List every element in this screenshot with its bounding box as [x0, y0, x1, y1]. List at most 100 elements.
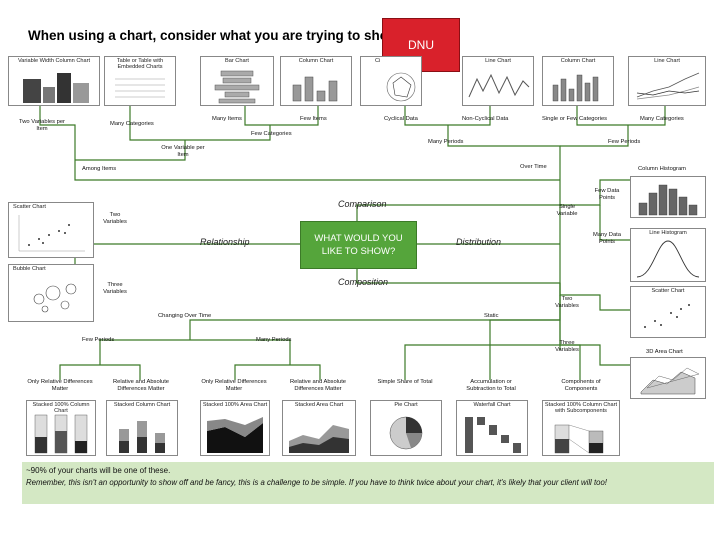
stacked-column-icon: [119, 421, 165, 453]
scatter-chart-caption: Scatter Chart: [13, 204, 46, 210]
line-chart-many-categories-box[interactable]: Line Chart: [628, 56, 706, 106]
page-title: When using a chart, consider what you ar…: [28, 28, 399, 43]
footer-note: ~90% of your charts will be one of these…: [22, 462, 714, 504]
waterfall-caption: Waterfall Chart: [473, 402, 511, 408]
label-few-periods: Few Periods: [608, 139, 641, 145]
stacked-column-box[interactable]: Stacked Column Chart: [106, 400, 178, 456]
column-chart-time-icon: [552, 74, 599, 102]
label-many-categories-right: Many Categories: [640, 116, 684, 122]
pie-chart-box[interactable]: Pie Chart: [370, 400, 442, 456]
stacked-100-column-box[interactable]: Stacked 100% Column Chart: [26, 400, 96, 456]
center-question: WHAT WOULD YOU LIKE TO SHOW?: [300, 221, 417, 269]
label-two-vars-per-item: Two Variables per Item: [19, 119, 65, 132]
scatter-chart-dist-caption: Scatter Chart: [651, 288, 685, 294]
label-single-variable: Single Variable: [556, 204, 578, 217]
stacked-100-area-icon: [207, 417, 263, 453]
table-icon: [115, 78, 165, 98]
label-components: Components of Components: [561, 379, 601, 392]
label-relative-absolute-2: Relative and Absolute Differences Matter: [289, 379, 347, 392]
stacked-100-sub-caption: Stacked 100% Column Chart with Subcompon…: [544, 402, 618, 415]
line-histogram-caption: Line Histogram: [649, 230, 687, 236]
circular-area-caption: Ci: [375, 58, 381, 64]
label-among-items: Among Items: [82, 166, 117, 172]
bar-chart-caption: Bar Chart: [225, 58, 249, 64]
line-chart-2-caption: Line Chart: [654, 58, 680, 64]
area-3d-box[interactable]: [630, 357, 706, 399]
stacked-area-icon: [289, 425, 349, 453]
variable-width-column-caption: Variable Width Column Chart: [17, 58, 91, 64]
bubble-chart-box[interactable]: Bubble Chart: [8, 264, 94, 322]
branch-comparison: Comparison: [338, 199, 387, 209]
footer-note-2: Remember, this isn't an opportunity to s…: [26, 478, 607, 487]
table-embedded-chart-box[interactable]: Table or Table with Embedded Charts: [104, 56, 176, 106]
scatter-chart-dist-box[interactable]: Scatter Chart: [630, 286, 706, 338]
variable-width-column-icon: [23, 73, 89, 103]
label-accumulation: Accumulation or Subtraction to Total: [466, 379, 516, 392]
branch-composition: Composition: [338, 277, 389, 287]
column-chart-2-caption: Column Chart: [560, 58, 596, 64]
scatter-dist-icon: [644, 304, 690, 328]
circular-area-chart-box[interactable]: Ci: [360, 56, 422, 106]
line-chart-1-caption: Line Chart: [485, 58, 511, 64]
column-chart-caption: Column Chart: [298, 58, 334, 64]
histogram-icon: [638, 184, 698, 216]
bar-chart-icon: [214, 70, 260, 104]
pie-chart-caption: Pie Chart: [394, 402, 418, 408]
label-cyclical-data: Cyclical Data: [384, 116, 418, 122]
label-3d-area-chart: 3D Area Chart: [646, 349, 683, 355]
label-changing-over-time: Changing Over Time: [158, 313, 212, 319]
bubble-icon: [33, 283, 77, 313]
stacked-100-column-caption: Stacked 100% Column Chart: [32, 402, 90, 415]
label-relationship-three-variables: Three Variables: [103, 282, 127, 295]
bar-chart-box[interactable]: Bar Chart: [200, 56, 274, 106]
stacked-area-caption: Stacked Area Chart: [294, 402, 344, 408]
stacked-sub-icon: [554, 424, 604, 454]
column-chart-time-box[interactable]: Column Chart: [542, 56, 614, 106]
label-few-periods: Few Periods: [82, 337, 115, 343]
center-line-1: WHAT WOULD YOU: [314, 233, 403, 244]
column-chart-icon: [292, 76, 338, 102]
scatter-chart-box[interactable]: Scatter Chart: [8, 202, 94, 258]
center-line-2: LIKE TO SHOW?: [321, 246, 396, 257]
circular-area-icon: [386, 72, 416, 102]
scatter-icon: [18, 215, 85, 252]
label-many-items: Many Items: [212, 116, 242, 122]
area-3d-icon: [640, 367, 700, 395]
label-many-data-points: Many Data Points: [592, 232, 622, 245]
label-few-categories: Few Categories: [251, 131, 292, 137]
label-non-cyclical-data: Non-Cyclical Data: [462, 116, 509, 122]
label-dist-two-variables: Two Variables: [555, 296, 579, 309]
footer-note-1: ~90% of your charts will be one of these…: [26, 466, 171, 475]
label-column-histogram: Column Histogram: [638, 166, 686, 172]
label-relative-absolute-1: Relative and Absolute Differences Matter: [112, 379, 170, 392]
table-embedded-caption: Table or Table with Embedded Charts: [116, 58, 164, 71]
multi-line-chart-icon: [636, 72, 700, 100]
branch-distribution: Distribution: [456, 237, 502, 247]
waterfall-chart-box[interactable]: Waterfall Chart: [456, 400, 528, 456]
line-chart-cyclical-box[interactable]: Line Chart: [462, 56, 534, 106]
label-simple-share: Simple Share of Total: [377, 379, 433, 385]
line-histogram-box[interactable]: Line Histogram: [630, 228, 706, 282]
stacked-100-area-box[interactable]: Stacked 100% Area Chart: [200, 400, 270, 456]
label-only-relative-1: Only Relative Differences Matter: [27, 379, 93, 392]
variable-width-column-chart-box[interactable]: Variable Width Column Chart: [8, 56, 100, 106]
line-chart-icon: [468, 73, 530, 98]
label-many-categories-left: Many Categories: [110, 121, 154, 127]
stacked-100-column-icon: [34, 414, 88, 454]
waterfall-icon: [465, 417, 521, 453]
label-over-time: Over Time: [520, 164, 547, 170]
bubble-chart-caption: Bubble Chart: [13, 266, 46, 272]
label-single-few-categories: Single or Few Categories: [542, 116, 608, 122]
branch-relationship: Relationship: [200, 237, 250, 247]
column-chart-box[interactable]: Column Chart: [280, 56, 352, 106]
label-dist-three-variables: Three Variables: [555, 340, 579, 353]
label-one-variable-per-item: One Variable per Item: [161, 145, 205, 158]
label-few-data-points: Few Data Points: [594, 188, 620, 201]
stacked-area-box[interactable]: Stacked Area Chart: [282, 400, 356, 456]
label-relationship-two-variables: Two Variables: [103, 212, 127, 225]
label-many-periods: Many Periods: [428, 139, 464, 145]
column-histogram-box[interactable]: [630, 176, 706, 218]
line-histogram-icon: [636, 240, 700, 278]
stacked-100-subcomponents-box[interactable]: Stacked 100% Column Chart with Subcompon…: [542, 400, 620, 456]
